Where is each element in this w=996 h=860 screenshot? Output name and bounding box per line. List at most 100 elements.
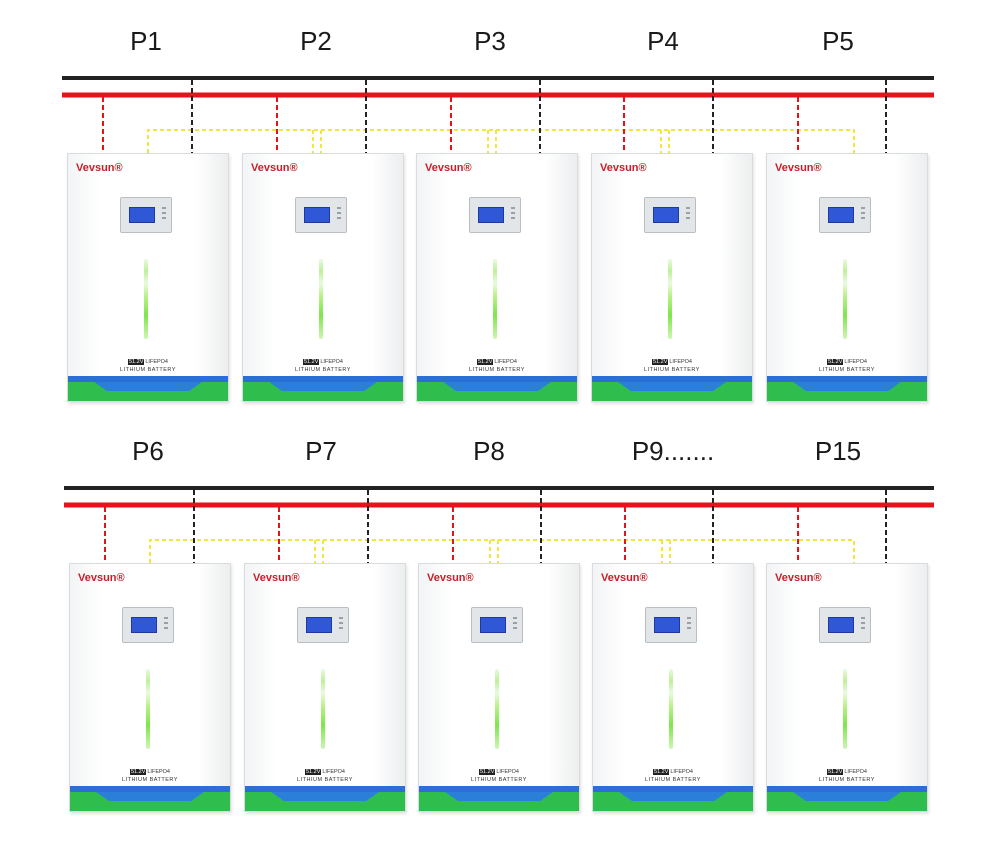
color-band (417, 376, 577, 401)
status-led-bar (144, 259, 148, 339)
color-band (68, 376, 228, 401)
voltage-label: 51.2V (827, 769, 844, 775)
color-band (593, 786, 753, 811)
status-led-bar (495, 669, 499, 749)
band-inset (443, 382, 551, 391)
chemistry-label: LIFEPO4 (147, 769, 170, 775)
type-label: LITHIUM BATTERY (122, 777, 178, 783)
status-led-bar (146, 669, 150, 749)
lcd-panel (819, 607, 871, 643)
color-band (70, 786, 230, 811)
chemistry-label: LIFEPO4 (322, 769, 345, 775)
status-led-bar (321, 669, 325, 749)
chemistry-label: LIFEPO4 (320, 359, 343, 365)
lcd-screen (131, 617, 157, 633)
lcd-buttons (337, 207, 341, 221)
type-label: LITHIUM BATTERY (120, 367, 176, 373)
voltage-label: 51.2V (128, 359, 145, 365)
band-inset (618, 382, 726, 391)
type-label: LITHIUM BATTERY (819, 777, 875, 783)
voltage-label: 51.2V (652, 359, 669, 365)
lcd-panel (295, 197, 347, 233)
comm-line (149, 539, 855, 563)
chemistry-label: LIFEPO4 (496, 769, 519, 775)
band-inset (793, 792, 901, 801)
lcd-panel (120, 197, 172, 233)
type-label: LITHIUM BATTERY (297, 777, 353, 783)
lcd-panel (469, 197, 521, 233)
lcd-screen (306, 617, 332, 633)
brand-logo: Vevsun® (601, 572, 648, 584)
band-inset (94, 382, 202, 391)
lcd-screen (478, 207, 504, 223)
chemistry-label: LIFEPO4 (844, 359, 867, 365)
wiring-diagram (62, 76, 934, 153)
color-band (592, 376, 752, 401)
lcd-screen (304, 207, 330, 223)
type-label: LITHIUM BATTERY (644, 367, 700, 373)
status-led-bar (669, 669, 673, 749)
voltage-label: 51.2V (479, 769, 496, 775)
lcd-screen (129, 207, 155, 223)
position-label: P5 (822, 26, 854, 56)
color-band (767, 376, 927, 401)
lcd-buttons (511, 207, 515, 221)
band-inset (793, 382, 901, 391)
color-band (767, 786, 927, 811)
color-band (419, 786, 579, 811)
status-led-bar (843, 259, 847, 339)
band-inset (96, 792, 204, 801)
lcd-buttons (339, 617, 343, 631)
type-label: LITHIUM BATTERY (819, 367, 875, 373)
lcd-buttons (687, 617, 691, 631)
chemistry-label: LIFEPO4 (669, 359, 692, 365)
type-label: LITHIUM BATTERY (645, 777, 701, 783)
brand-logo: Vevsun® (427, 572, 474, 584)
wiring-diagram (64, 486, 934, 563)
lcd-panel (645, 607, 697, 643)
chemistry-label: LIFEPO4 (494, 359, 517, 365)
status-led-bar (843, 669, 847, 749)
chemistry-label: LIFEPO4 (670, 769, 693, 775)
voltage-label: 51.2V (303, 359, 320, 365)
chemistry-label: LIFEPO4 (145, 359, 168, 365)
status-led-bar (319, 259, 323, 339)
lcd-buttons (861, 617, 865, 631)
voltage-label: 51.2V (653, 769, 670, 775)
position-label: P8 (473, 436, 505, 466)
voltage-label: 51.2V (827, 359, 844, 365)
band-inset (269, 382, 377, 391)
status-led-bar (493, 259, 497, 339)
position-label: P9....... (631, 436, 715, 466)
position-label: P3 (474, 26, 506, 56)
lcd-panel (122, 607, 174, 643)
type-label: LITHIUM BATTERY (469, 367, 525, 373)
brand-logo: Vevsun® (251, 162, 298, 174)
color-band (243, 376, 403, 401)
band-inset (619, 792, 727, 801)
color-band (245, 786, 405, 811)
position-label: P1 (130, 26, 162, 56)
lcd-panel (644, 197, 696, 233)
position-label: P15 (814, 436, 862, 466)
position-label: P4 (647, 26, 679, 56)
lcd-screen (654, 617, 680, 633)
